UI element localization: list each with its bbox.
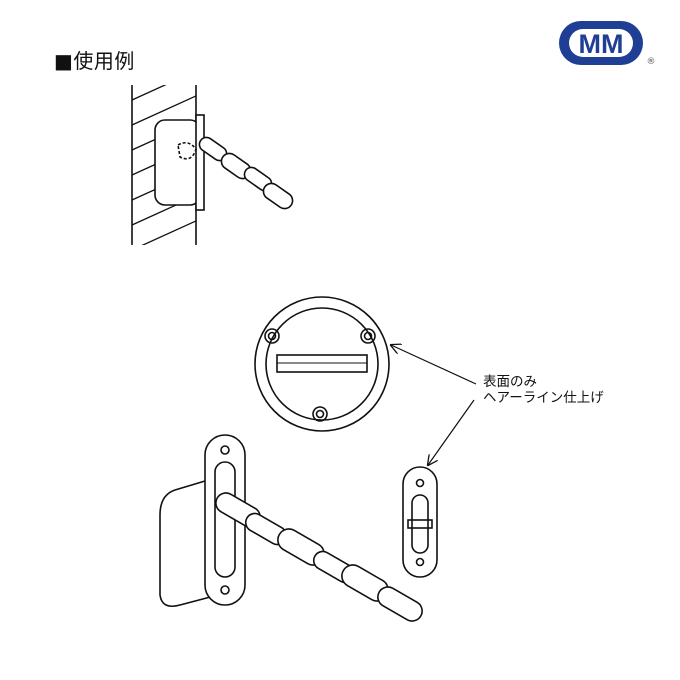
round-plate-drawing [254, 296, 390, 432]
finish-note: 表面のみ ヘアーライン仕上げ [483, 374, 604, 406]
note-line-1: 表面のみ [483, 374, 537, 390]
section-heading: ■使用例 [54, 49, 135, 73]
brand-logo: MM ® [559, 21, 656, 67]
logo-text: MM [579, 29, 624, 59]
registered-mark: ® [647, 57, 656, 67]
door-chain-illustration [159, 434, 438, 622]
note-line-2: ヘアーライン仕上げ [483, 390, 604, 406]
wall-mount-illustration [131, 85, 294, 245]
leader-arrow-keeper [428, 399, 475, 465]
leader-arrow-plate [391, 345, 477, 385]
